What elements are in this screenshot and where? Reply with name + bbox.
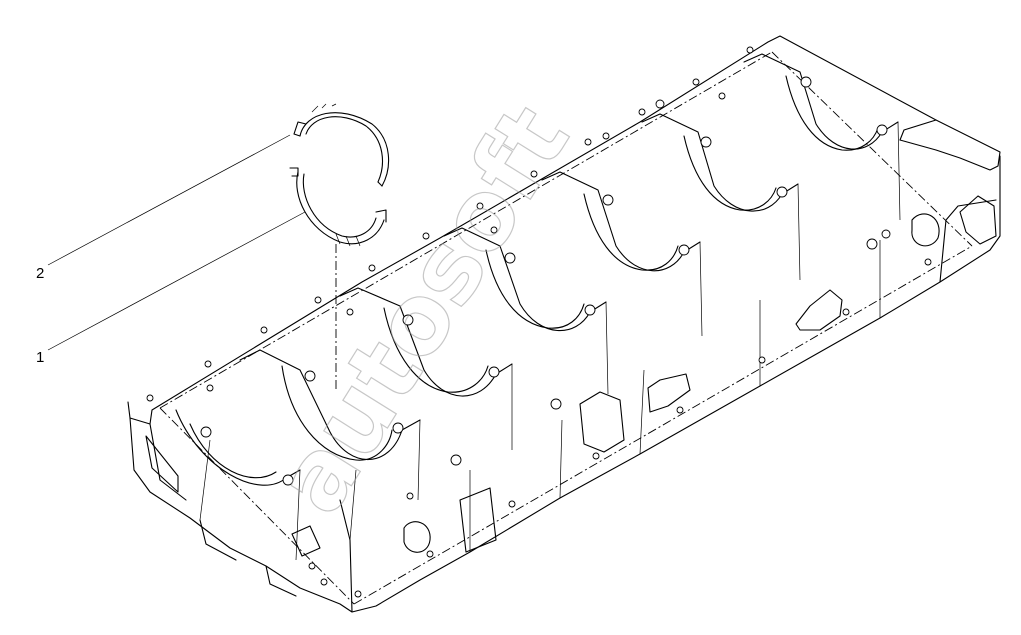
gasket-edge-front [159,51,773,409]
thrust-washer-lower-half [289,167,387,247]
bearing-cap-bosses [200,76,888,486]
block-top-outline [127,35,1001,425]
callout-1: 1 [36,349,44,366]
leader-line-1 [47,211,306,351]
gasket-edge-rear [353,245,973,605]
top-rail-bolt-holes [146,46,754,402]
engine-block [127,35,1001,613]
block-front-face [129,155,1001,613]
leader-line-2 [47,134,291,266]
callout-2: 2 [36,265,44,282]
watermark: autosoft [255,86,591,532]
thrust-washer-upper-half [293,103,390,187]
rear-rail-bolt-holes [308,229,932,598]
